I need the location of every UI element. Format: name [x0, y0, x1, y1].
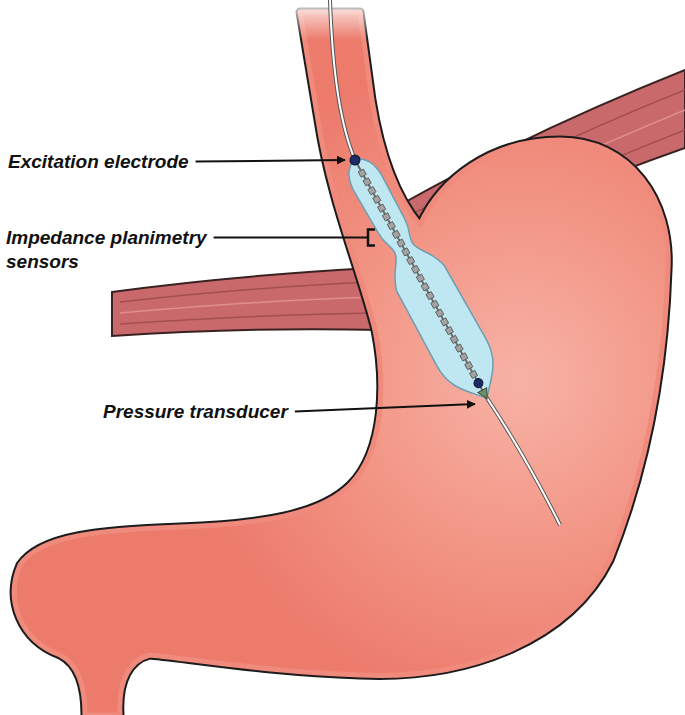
- leader-line: [214, 237, 368, 239]
- catheter-shaft: [355, 160, 485, 395]
- excitation-electrode: [348, 153, 362, 167]
- leader-arrow: [196, 160, 345, 162]
- diaphragm-band: [112, 268, 382, 336]
- catheter-wire: [330, 0, 355, 160]
- callout-label: Pressure transducer: [103, 400, 393, 424]
- catheter-wire: [485, 395, 560, 525]
- balloon: [330, 146, 509, 408]
- pressure-transducer: [478, 388, 492, 402]
- callout-label: Excitation electrode: [8, 150, 270, 174]
- excitation-electrode: [472, 377, 484, 389]
- catheter-wire: [485, 395, 560, 525]
- impedance-sensors: [358, 169, 477, 378]
- callout-label: Impedance planimetry sensors: [6, 226, 264, 274]
- catheter-wire: [330, 0, 355, 160]
- balloon-catheter: [328, 142, 512, 412]
- leader-arrow: [295, 404, 475, 412]
- bracket: [368, 230, 375, 246]
